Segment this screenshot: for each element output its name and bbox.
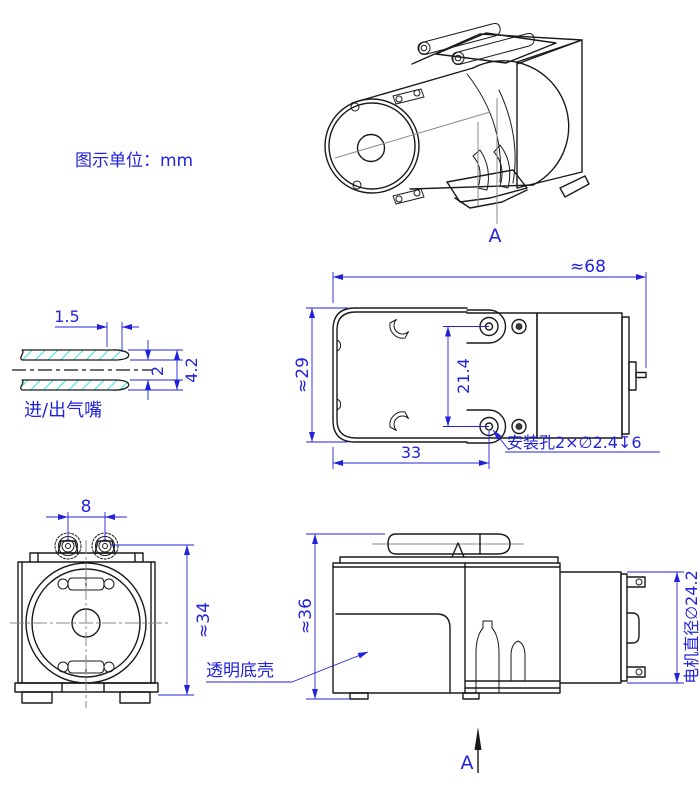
top-width-dim: ≈29 [293,357,313,393]
nozzle-bore-dim: 2 [148,366,167,376]
isometric-view: A [324,23,590,247]
front-height-dim: ≈34 [194,602,214,638]
front-view: 8 ≈34 [10,497,214,708]
side-section-label: A [461,752,474,774]
top-hole-offset-dim: 33 [401,443,421,462]
top-view: ≈68 ≈29 21.4 33 安装孔2×∅2.4↧6 [293,257,660,469]
iso-section-label: A [489,225,502,247]
mounting-hole-note: 安装孔2×∅2.4↧6 [507,433,642,452]
top-length-dim: ≈68 [570,257,606,277]
nozzle-tip-length-dim: 1.5 [54,307,79,326]
side-height-dim: ≈36 [296,598,316,634]
nozzle-outer-dim: 4.2 [182,357,201,382]
section-arrow [474,727,482,773]
front-nozzle-spacing-dim: 8 [81,497,92,517]
nozzle-detail-view: 1.5 2 4.2 进/出气嘴 [12,307,201,421]
nozzle-label: 进/出气嘴 [24,400,102,421]
top-hole-spacing-dim: 21.4 [454,358,473,394]
side-motor-diameter-dim: 电机直径∅24.2 [682,570,700,684]
side-view: ≈36 电机直径∅24.2 透明底壳 A [206,533,700,774]
unit-note: 图示单位：mm [75,151,193,171]
shell-label: 透明底壳 [206,661,274,681]
